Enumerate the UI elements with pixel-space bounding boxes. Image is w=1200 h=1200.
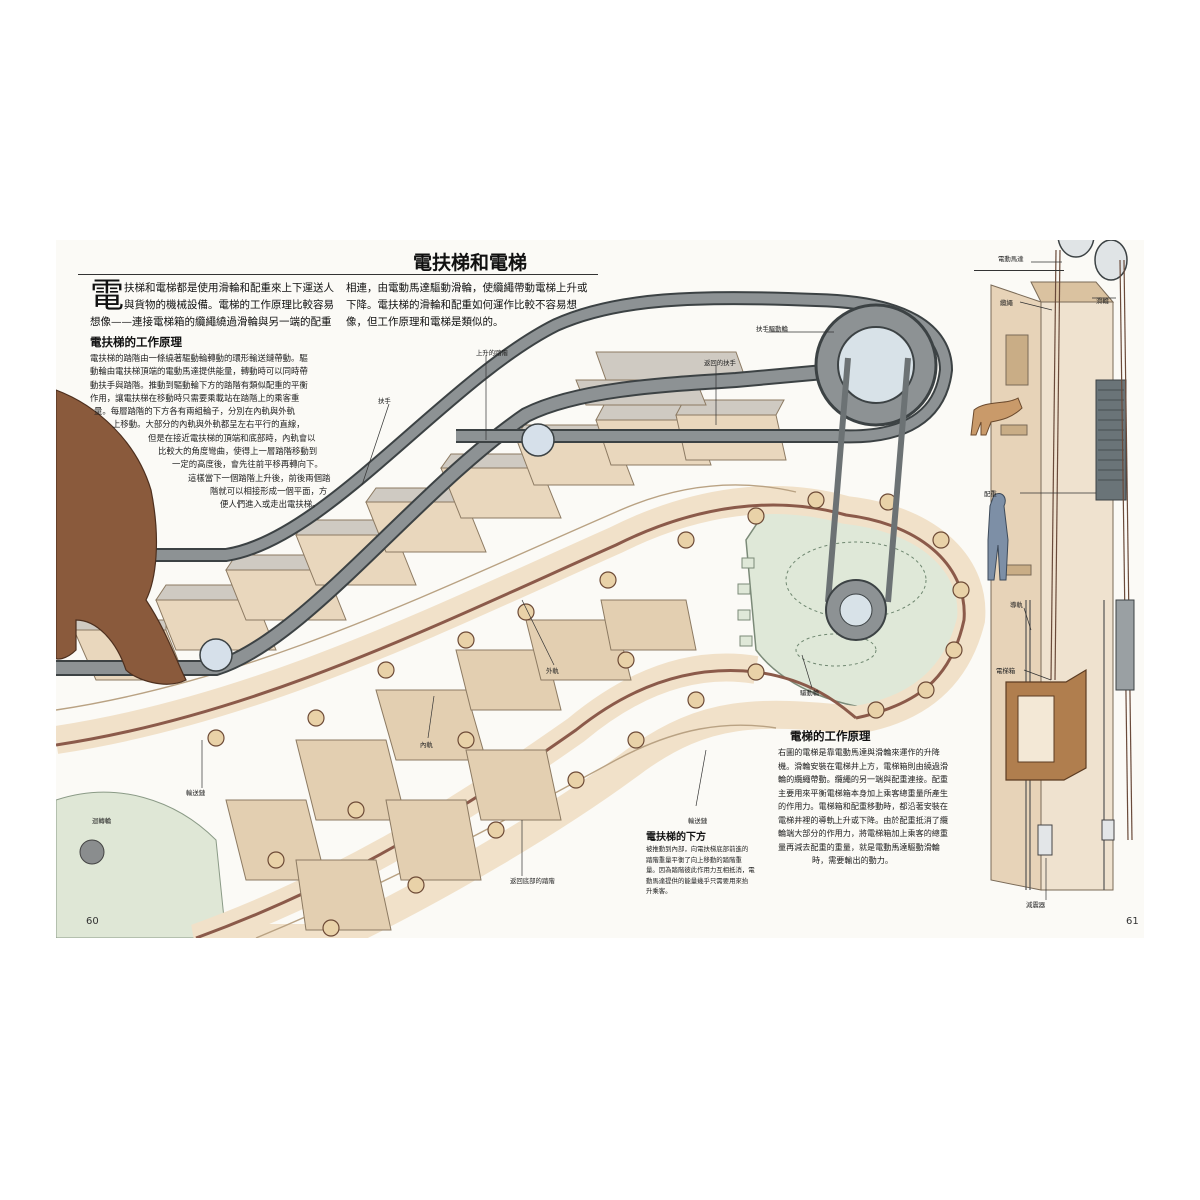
label-cable: 纜繩 [1000, 299, 1013, 307]
label-inner-track: 內軌 [420, 741, 433, 749]
escalator-line: 電扶梯的踏階由一條繞著驅動輪轉動的環形輸送鏈帶動。驅 [90, 353, 308, 363]
elevator-line: 時，需要輸出的動力。 [812, 855, 893, 865]
intro-column-1: 扶梯和電梯都是使用滑輪和配重來上下運送人 與貨物的機械設備。電梯的工作原理比較容… [124, 280, 336, 314]
handrail-roller-bottom [199, 638, 233, 672]
ground-area [56, 791, 227, 938]
escalator-body: 電扶梯的踏階由一條繞著驅動輪轉動的環形輸送鏈帶動。驅 動輪由電扶梯頂端的電動馬達… [90, 352, 340, 512]
elevator-body: 右圖的電梯是靠電動馬達與滑輪來運作的升降 機。滑輪安裝在電梯井上方，電梯箱則由繞… [778, 746, 992, 868]
underside-heading: 電扶梯的下方 [646, 832, 706, 843]
label-conveyor-chain-right: 輸送鏈 [688, 817, 708, 825]
label-counterweight: 配重 [984, 490, 997, 498]
label-drive-wheel: 驅動輪 [800, 689, 820, 697]
intro-line: 扶梯和電梯都是使用滑輪和配重來上下運送人 [124, 282, 334, 294]
intro-line: 與貨物的機械設備。電梯的工作原理比較容易 [124, 299, 334, 311]
handrail-upper-inner [56, 293, 952, 560]
label-guide-rail: 導軌 [1010, 601, 1023, 609]
handrail-roller-top [521, 423, 555, 457]
title-rule-left [78, 274, 598, 275]
escalator-line: 階就可以相接形成一個平面，方 [210, 485, 328, 496]
label-electric-motor: 電動馬達 [998, 255, 1024, 263]
escalator-heading: 電扶梯的工作原理 [90, 335, 182, 349]
underside-line: 升乘客。 [646, 887, 672, 895]
escalator-line: 上移動。大部分的內軌與外軌都呈左右平行的直線， [112, 419, 305, 430]
elevator-heading: 電梯的工作原理 [790, 729, 871, 743]
elevator-cables [1050, 249, 1133, 841]
escalator-line: 作用，讓電扶梯在移動時只需要乘載站在踏階上的乘客重 [90, 392, 300, 403]
bear-figure [56, 389, 187, 685]
escalator-line: 比較大的角度彎曲，使得上一層踏階移動到 [158, 446, 318, 457]
elevator-line: 輪的纜繩帶動。纜繩的另一端與配重連接。配重 [778, 774, 948, 784]
dog-figure [970, 397, 1023, 436]
label-outer-track: 外軌 [546, 667, 559, 675]
label-buffer: 減震器 [1026, 901, 1046, 909]
returning-steps [225, 599, 697, 931]
escalator-line: 但是在接近電扶梯的頂端和底部時，內軌會以 [148, 432, 316, 443]
page-title: 電扶梯和電梯 [412, 252, 527, 274]
chain-rollers [207, 491, 970, 937]
label-up-steps: 上升的踏階 [476, 349, 508, 357]
elevator-line: 量再減去配重的重量，就是電動馬達驅動滑輪 [778, 841, 940, 852]
escalator-line: 這樣當下一個踏階上升後，前後兩個踏 [188, 472, 331, 483]
book-spread: 電扶梯和電梯 電 扶梯和電梯都是使用滑輪和配重來上下運送人 與貨物的機械設備。電… [56, 240, 1144, 938]
buffer-shapes [1037, 819, 1115, 856]
label-return-wheel: 迴轉輪 [92, 817, 112, 825]
intro-dropcap: 電 [90, 276, 124, 316]
title-rule-right [974, 270, 1064, 271]
label-handrail: 扶手 [378, 397, 391, 405]
inner-track-line [56, 484, 797, 711]
return-wheel-shape [79, 839, 105, 865]
left-page-number: 60 [86, 916, 99, 927]
label-elevator-car: 電梯箱 [996, 667, 1016, 675]
label-pulley: 滑輪 [1096, 297, 1109, 305]
escalator-elevator-illustration [56, 240, 1135, 938]
elevator-line: 主要用來平衡電梯箱本身加上乘客總重量所產生 [778, 787, 948, 798]
escalator-line: 一定的高度後，會先往前平移再轉向下。 [172, 459, 323, 470]
intro-line: 像，但工作原理和電梯是類似的。 [346, 316, 504, 328]
escalator-line: 便人們進入或走出電扶梯。 [220, 499, 321, 510]
label-handrail-drive: 扶手驅動輪 [756, 325, 788, 333]
label-return-bottom-steps: 返回底部的踏階 [510, 877, 555, 885]
label-leaders [201, 261, 1116, 900]
label-returning-handrail: 返回的扶手 [704, 359, 736, 367]
elevator-line: 右圖的電梯是靠電動馬達與滑輪來運作的升降 [778, 747, 940, 757]
label-conveyor-chain-left: 輸送鏈 [186, 789, 206, 797]
person-figure [987, 492, 1009, 581]
intro-line: 想像——連接電梯箱的纜繩繞過滑輪與另一端的配重 [90, 316, 332, 328]
elevator-pulleys [1057, 240, 1128, 281]
drive-belt [825, 357, 911, 603]
escalator-line: 動扶手與踏階。推動到驅動輪下方的踏階有類似配重的平衡 [90, 379, 308, 390]
counterweight-shape [1115, 599, 1135, 691]
gear-teeth [737, 557, 755, 647]
intro-line: 相連，由電動馬達驅動滑輪，使纜繩帶動電梯上升或 [346, 282, 588, 294]
chain-upper [56, 503, 966, 747]
intro-column-1-tail: 想像——連接電梯箱的纜繩繞過滑輪與另一端的配重 [90, 314, 336, 331]
elevator-line: 機。滑輪安裝在電梯井上方，電梯箱則由繞過滑 [778, 760, 948, 771]
elevator-line: 的作用力。電梯箱和配重移動時，都沿著安裝在 [778, 801, 948, 811]
elevator-line: 電梯井裡的導軌上升或下降。由於配重抵消了纜 [778, 814, 948, 825]
elevator-line: 輪端大部分的作用力，將電梯箱加上乘客的總重 [778, 828, 948, 838]
intro-column-2: 相連，由電動馬達驅動滑輪，使纜繩帶動電梯上升或 下降。電扶梯的滑輪和配重如何運作… [346, 280, 596, 331]
underside-line: 量。因為踏階彼此作用力互相抵消，電 [646, 866, 755, 874]
right-page-number: 61 [1126, 916, 1139, 927]
escalator-line: 量。每層踏階的下方各有兩組輪子，分別在內軌與外軌 [94, 406, 295, 417]
underside-body: 被推動到內部，向電扶梯底部前進的 踏階重量平衡了向上移動的踏階重 量。因為踏階彼… [646, 844, 786, 897]
underside-line: 踏階重量平衡了向上移動的踏階重 [646, 855, 742, 864]
underside-line: 動馬達提供的能量幾乎只需要用來抬 [646, 876, 749, 885]
underside-line: 被推動到內部，向電扶梯底部前進的 [646, 845, 749, 853]
elevator-car-shape [1005, 668, 1087, 781]
escalator-line: 動輪由電扶梯頂端的電動馬達提供能量，轉動時可以同時帶 [90, 366, 308, 377]
intro-line: 下降。電扶梯的滑輪和配重如何運作比較不容易想 [346, 299, 577, 311]
